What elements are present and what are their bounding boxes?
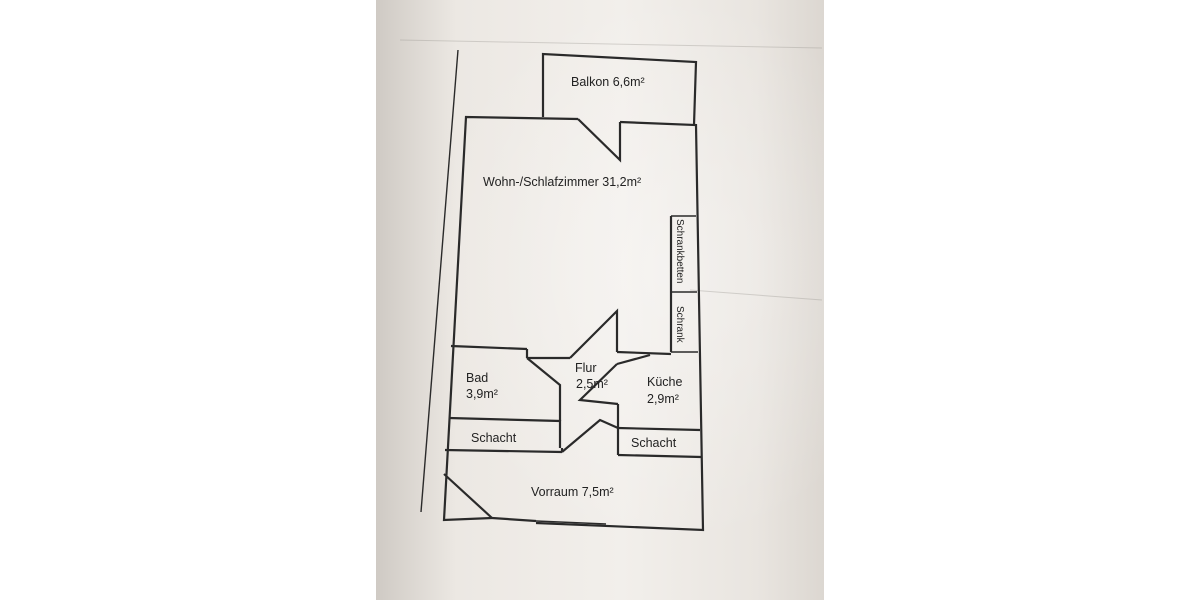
balkon-label: Balkon 6,6m² — [571, 75, 645, 89]
front-door-threshold — [535, 520, 607, 525]
balcony-door-swing — [577, 118, 622, 163]
kueche-door-swing — [616, 353, 651, 366]
balcony-outline — [541, 52, 698, 126]
floor-plan-photo — [376, 0, 824, 600]
schrank-label: Schrank — [674, 306, 685, 344]
kueche-wall-top — [616, 350, 672, 356]
flur-area: 2,5m² — [576, 377, 608, 391]
entrance-door-swing — [443, 473, 493, 519]
bad-area: 3,9m² — [466, 387, 498, 401]
kueche-area: 2,9m² — [647, 392, 679, 406]
entrance-opening — [491, 516, 537, 523]
bad-name: Bad — [466, 371, 488, 385]
wohn-label: Wohn-/Schlafzimmer 31,2m² — [483, 175, 641, 189]
schacht-left-label: Schacht — [471, 431, 517, 445]
schacht-right-top — [617, 426, 701, 432]
outer-wall-right — [535, 120, 705, 532]
outer-wall-left — [442, 115, 579, 522]
vorraum-label: Vorraum 7,5m² — [531, 485, 614, 499]
bad-wall-top — [450, 344, 528, 351]
paper-crease — [689, 289, 823, 301]
vorraum-door-swing — [561, 418, 619, 453]
kueche-name: Küche — [647, 375, 682, 389]
margin-line — [420, 49, 459, 513]
flur-name: Flur — [575, 361, 597, 375]
flur-door-swing-right — [577, 363, 619, 406]
schacht-left-bottom — [444, 448, 563, 454]
schacht-right-bottom — [617, 453, 702, 459]
living-door-swing — [569, 308, 619, 359]
paper-crease — [399, 39, 823, 49]
schrankbetten-label: Schrankbetten — [674, 219, 685, 284]
schacht-right-label: Schacht — [631, 436, 677, 450]
flur-door-swing-left — [526, 357, 562, 410]
